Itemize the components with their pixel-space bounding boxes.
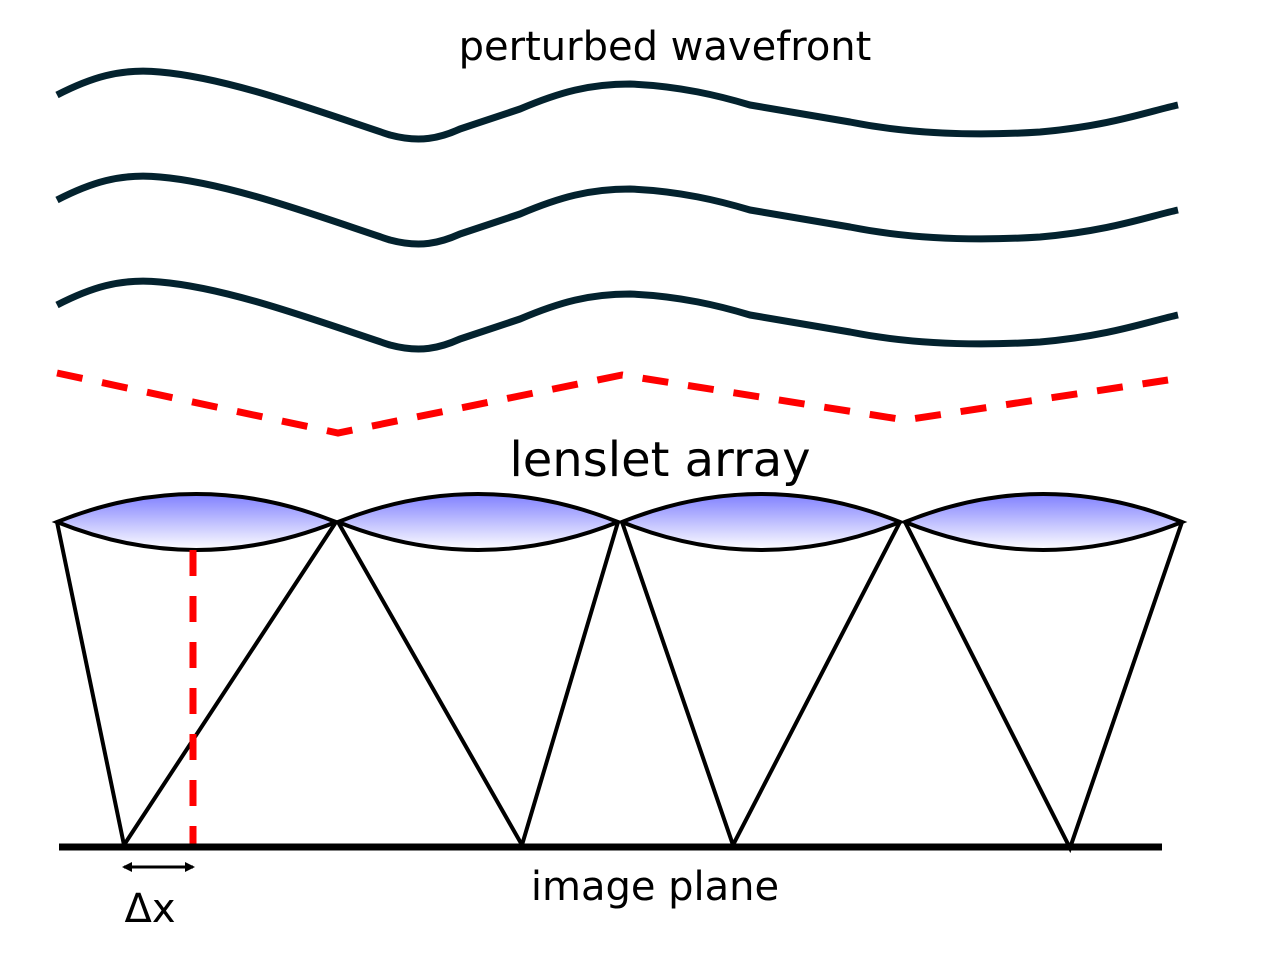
lenslet-4 — [899, 492, 1188, 552]
wavefront-curve-3 — [55, 277, 1179, 353]
ray-cones — [55, 520, 1184, 854]
perturbed-wavefront-label: perturbed wavefront — [459, 24, 872, 70]
lenslet-2 — [332, 492, 624, 552]
lenslet-1 — [51, 492, 342, 552]
ray-cone-4 — [903, 521, 1184, 854]
ray-cone-3 — [620, 521, 902, 851]
lenslet-array — [51, 492, 1188, 552]
wavefront-curve-1 — [55, 67, 1179, 143]
ray-cone-2 — [336, 521, 620, 851]
lenslet-3 — [616, 492, 906, 552]
delta-x-label: Δx — [124, 886, 175, 932]
wavefront-group — [55, 67, 1179, 353]
wavefront-curve-2 — [55, 172, 1179, 248]
image-plane-label: image plane — [531, 864, 779, 910]
approximated-wavefront-dashed — [56, 369, 1169, 437]
lenslet-array-label: lenslet array — [509, 432, 810, 488]
